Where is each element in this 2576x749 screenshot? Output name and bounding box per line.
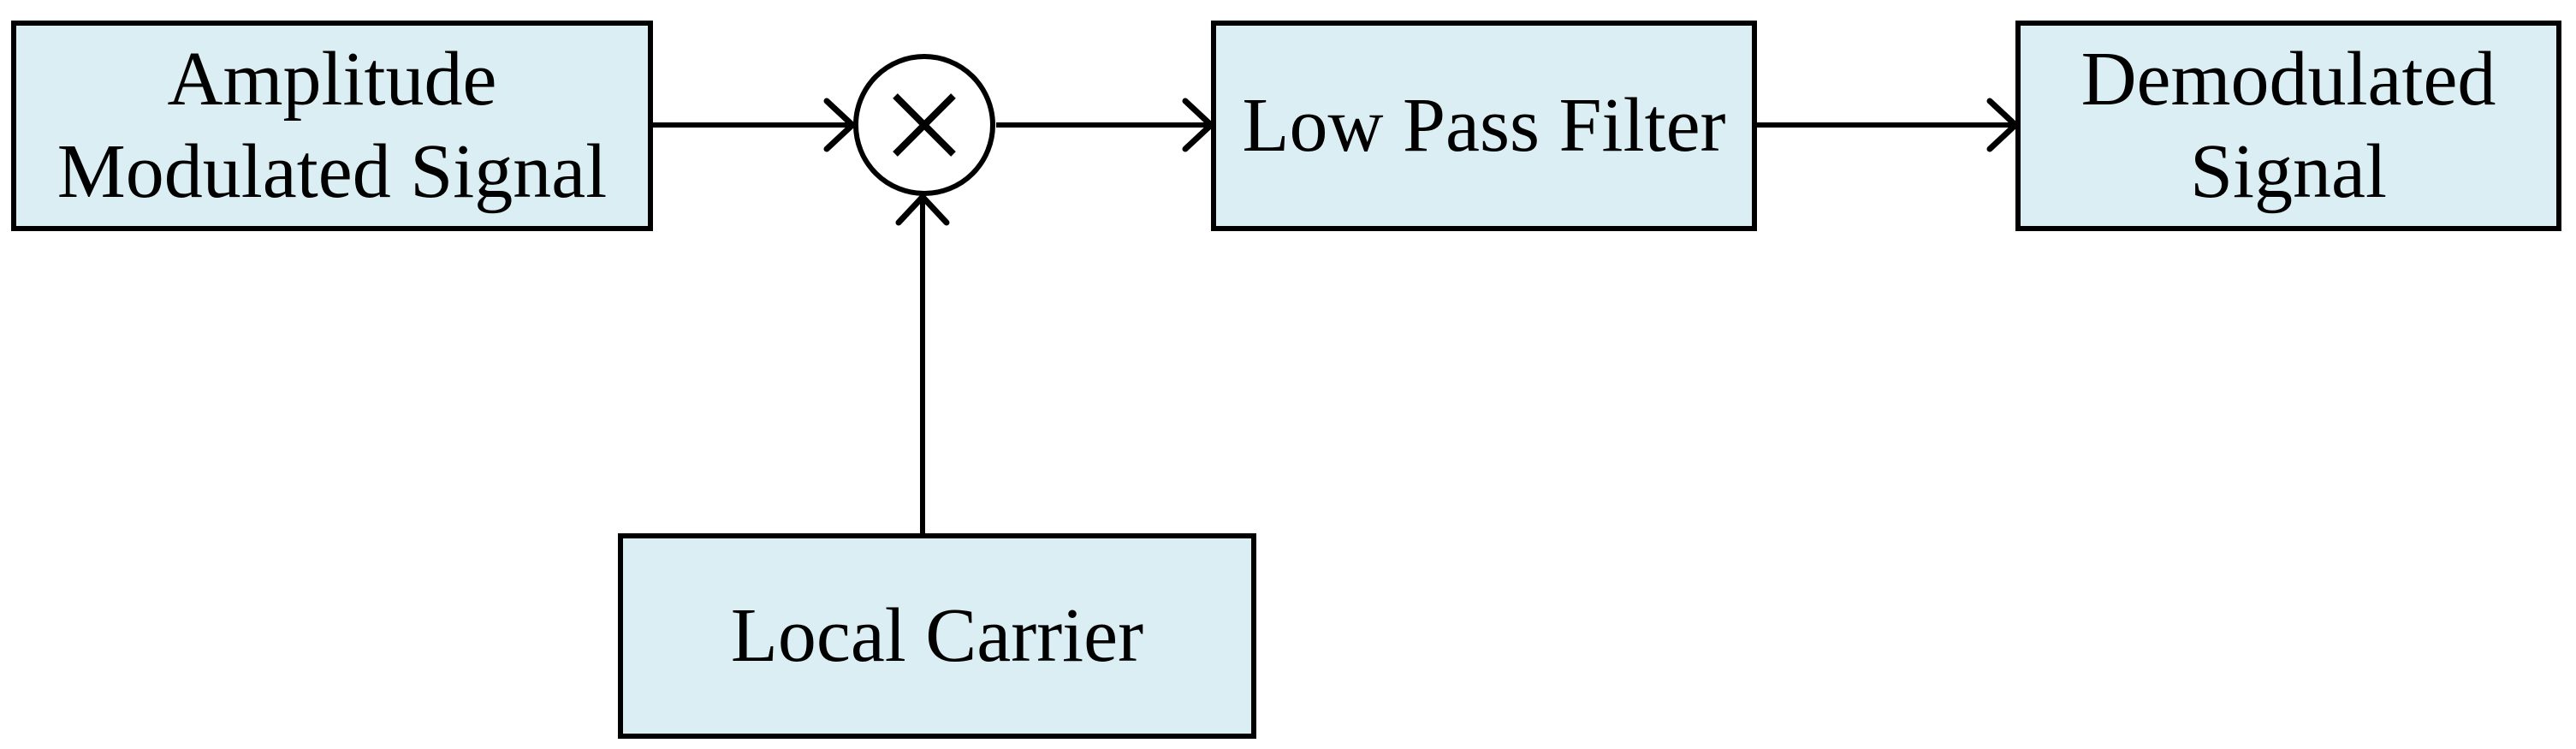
block-amplitude-modulated-signal: Amplitude Modulated Signal (11, 21, 653, 231)
arrow-am-to-multiplier (653, 98, 858, 152)
block-label-line: Amplitude (167, 37, 497, 122)
block-label-line: Modulated Signal (56, 129, 608, 214)
block-label-line: Signal (2189, 129, 2387, 214)
multiply-icon (893, 93, 956, 157)
arrow-carrier-to-multiplier (895, 192, 950, 533)
block-local-carrier: Local Carrier (618, 533, 1256, 739)
block-demodulated-signal: Demodulated Signal (2015, 21, 2561, 231)
arrow-multiplier-to-lpf (996, 98, 1216, 152)
block-low-pass-filter: Low Pass Filter (1211, 21, 1757, 231)
multiplier-node (853, 54, 995, 196)
block-label-line: Local Carrier (730, 593, 1144, 678)
arrow-lpf-to-demodulated (1757, 98, 2021, 152)
multiplier-circle (853, 54, 995, 196)
block-label-line: Low Pass Filter (1242, 83, 1726, 168)
block-label-line: Demodulated (2080, 37, 2496, 122)
